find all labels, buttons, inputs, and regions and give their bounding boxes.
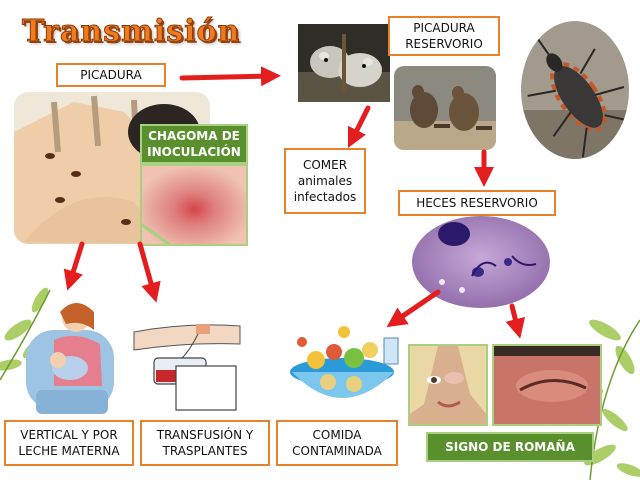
arrow-to-transfusion bbox=[137, 241, 161, 303]
comida-label-1: COMIDA bbox=[312, 428, 362, 442]
comer-label-1: COMER bbox=[302, 158, 348, 172]
eye-close-up-photo bbox=[492, 344, 602, 426]
page-title: Transmisión bbox=[21, 14, 241, 50]
arrow-to-comida bbox=[386, 289, 441, 328]
picadura-reservorio-box: PICADURA RESERVORIO bbox=[388, 16, 500, 56]
comer-box: COMER animales infectados bbox=[284, 148, 366, 214]
chagoma-label-1: CHAGOMA DE bbox=[148, 129, 240, 143]
picadura-reservorio-label-2: RESERVORIO bbox=[405, 37, 483, 51]
picadura-box: PICADURA bbox=[56, 63, 166, 87]
heces-reservorio-box: HECES RESERVORIO bbox=[398, 190, 556, 216]
contaminated-food-drawing bbox=[290, 326, 399, 398]
chagoma-skin-photo bbox=[140, 164, 248, 246]
comida-box: COMIDA CONTAMINADA bbox=[276, 420, 398, 466]
vertical-box: VERTICAL Y POR LECHE MATERNA bbox=[4, 420, 134, 466]
transfusion-box: TRANSFUSIÓN Y TRASPLANTES bbox=[140, 420, 270, 466]
comer-label-3: infectados bbox=[293, 190, 357, 204]
comer-label-2: animales bbox=[297, 174, 353, 188]
heces-reservorio-label: HECES RESERVORIO bbox=[416, 196, 538, 210]
kangaroo-photo bbox=[394, 66, 496, 150]
swollen-eye-photo bbox=[408, 344, 488, 426]
vertical-label-2: LECHE MATERNA bbox=[18, 444, 120, 458]
romana-label: SIGNO DE ROMAÑA bbox=[445, 440, 575, 454]
arrow-to-vertical bbox=[63, 241, 85, 291]
mother-breastfeeding-drawing bbox=[26, 303, 114, 414]
romana-box: SIGNO DE ROMAÑA bbox=[426, 432, 594, 462]
arrow-to-comer bbox=[347, 105, 371, 149]
triatomine-bug-photo bbox=[521, 21, 629, 159]
transfusion-label-2: TRASPLANTES bbox=[162, 444, 248, 458]
chagoma-label-2: INOCULACIÓN bbox=[147, 145, 241, 159]
blood-transfusion-drawing bbox=[133, 324, 241, 411]
comida-label-2: CONTAMINADA bbox=[292, 444, 382, 458]
picadura-label: PICADURA bbox=[80, 68, 142, 82]
picadura-reservorio-label-1: PICADURA bbox=[413, 21, 475, 35]
arrow-picadura-to-reservoir bbox=[179, 66, 281, 87]
chagoma-box: CHAGOMA DE INOCULACIÓN bbox=[140, 124, 248, 164]
opossum-photo bbox=[298, 24, 390, 102]
arrow-to-romana bbox=[505, 303, 526, 339]
transfusion-label-1: TRANSFUSIÓN Y bbox=[156, 428, 254, 442]
vertical-label-1: VERTICAL Y POR bbox=[20, 428, 118, 442]
